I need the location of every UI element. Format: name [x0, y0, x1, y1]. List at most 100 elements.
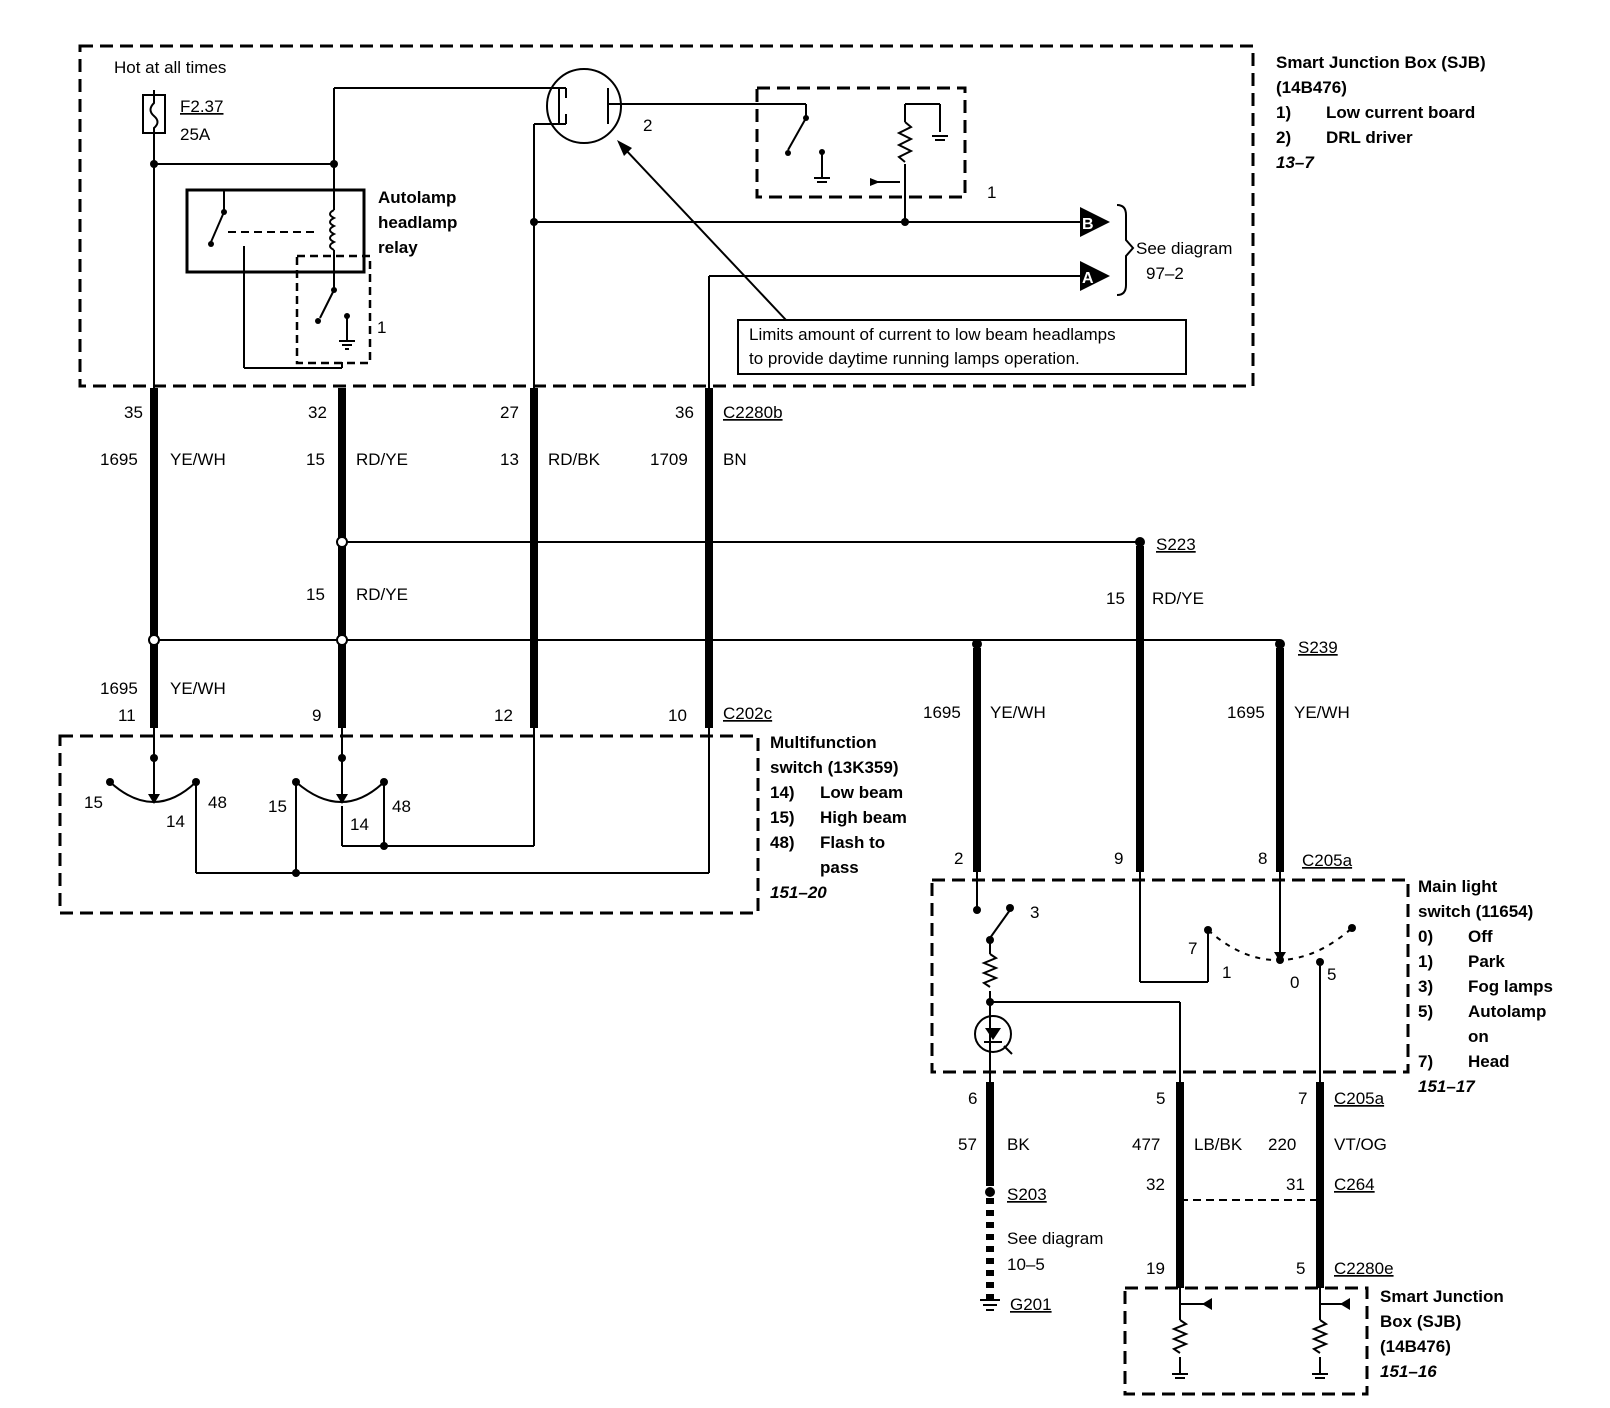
- c202c-pin: 10: [668, 706, 687, 725]
- circuit-number: 57: [958, 1135, 977, 1154]
- sjb-top-ref: 13–7: [1276, 153, 1315, 172]
- switch-icon: [315, 272, 350, 340]
- splice-icon: [985, 1187, 995, 1197]
- sjb-bottom-box: [1123, 1286, 1369, 1396]
- mfs-item-label: High beam: [820, 808, 907, 827]
- relay-label-2: headlamp: [378, 213, 457, 232]
- switch-icon: [973, 904, 1356, 1100]
- wire-color: LB/BK: [1194, 1135, 1243, 1154]
- note-line-1: Limits amount of current to low beam hea…: [749, 325, 1116, 344]
- g201-label: G201: [1010, 1295, 1052, 1314]
- mls-item-label: Park: [1468, 952, 1505, 971]
- mfs-item-cont: pass: [820, 858, 859, 877]
- s203-see: See diagram: [1007, 1229, 1103, 1248]
- c264-label: C264: [1334, 1175, 1375, 1194]
- mfs-item-num: 15): [770, 808, 795, 827]
- mls-title-1: Main light: [1418, 877, 1498, 896]
- mls-item-num: 5): [1418, 1002, 1433, 1021]
- relay-label-3: relay: [378, 238, 418, 257]
- relay-driver-box: [295, 254, 372, 365]
- splice-icon: [1135, 537, 1145, 547]
- main-light-switch-box: [930, 878, 1410, 1074]
- c2280b-pin: 32: [308, 403, 327, 422]
- circuit-number: 1695: [100, 450, 138, 469]
- hot-at-all-times-label: Hot at all times: [114, 58, 226, 77]
- c264-pin: 31: [1286, 1175, 1305, 1194]
- mfs-item-num: 48): [770, 833, 795, 852]
- c2280e-pin: 19: [1146, 1259, 1165, 1278]
- fuse-rating: 25A: [180, 125, 211, 144]
- ground-icon: [339, 340, 355, 350]
- mfs-item-label: Low beam: [820, 783, 903, 802]
- sjb-bottom-line-2: Box (SJB): [1380, 1312, 1461, 1331]
- mfs-pos: 48: [208, 793, 227, 812]
- wire-color: YE/WH: [1294, 703, 1350, 722]
- sjb-top-item-label: Low current board: [1326, 103, 1475, 122]
- mls-item-label: Fog lamps: [1468, 977, 1553, 996]
- mfs-pos: 14: [166, 812, 185, 831]
- mfs-item-label: Flash to: [820, 833, 885, 852]
- mls-item-num: 1): [1418, 952, 1433, 971]
- note-box: [737, 319, 1187, 375]
- drl-pin-1: 1: [987, 183, 996, 202]
- circuit-number: 1695: [1227, 703, 1265, 722]
- splice-icon: [1275, 639, 1285, 649]
- c2280b-pin: 27: [500, 403, 519, 422]
- autolamp-relay-box: [185, 188, 366, 274]
- relay-driver-pin-label: 1: [377, 318, 386, 337]
- connector-b-label: B: [1082, 216, 1094, 233]
- c2280b-label: C2280b: [723, 403, 783, 422]
- drl-resistor-icon: [870, 103, 948, 222]
- resistor-icon: [1171, 1288, 1212, 1379]
- s223-label: S223: [1156, 535, 1196, 554]
- sjb-top-item-label: DRL driver: [1326, 128, 1413, 147]
- sjb-top-part: (14B476): [1276, 78, 1347, 97]
- relay-coil-icon: [329, 190, 337, 272]
- s203-label: S203: [1007, 1185, 1047, 1204]
- sjb-bottom-ref: 151–16: [1380, 1362, 1437, 1381]
- ground-icon: [980, 1299, 1000, 1311]
- mls-pos: 1: [1222, 963, 1231, 982]
- mfs-title-1: Multifunction: [770, 733, 877, 752]
- indicator-lamp-icon: [974, 1015, 1013, 1055]
- c202c-pin: 9: [312, 706, 321, 725]
- see-diagram-label: See diagram: [1136, 239, 1232, 258]
- wire-color: BK: [1007, 1135, 1030, 1154]
- s203-ref: 10–5: [1007, 1255, 1045, 1274]
- sjb-top-box: [78, 44, 1255, 388]
- wire-color: YE/WH: [170, 679, 226, 698]
- mls-pos: 7: [1188, 939, 1197, 958]
- mls-pos: 0: [1290, 973, 1299, 992]
- drl-device-icon: [546, 68, 622, 144]
- mls-item-label: Head: [1468, 1052, 1510, 1071]
- circuit-number: 15: [1106, 589, 1125, 608]
- drl-pin-2: 2: [643, 116, 652, 135]
- see-diagram-ref: 97–2: [1146, 264, 1184, 283]
- circuit-number: 15: [306, 450, 325, 469]
- resistor-icon: [1311, 1288, 1350, 1379]
- fuse-icon: [142, 90, 166, 140]
- drl-contact-icon: [534, 87, 609, 125]
- mfs-pos: 14: [350, 815, 369, 834]
- wire-color: YE/WH: [170, 450, 226, 469]
- c205a-pin: 8: [1258, 849, 1267, 868]
- c264-pin: 32: [1146, 1175, 1165, 1194]
- note-line-2: to provide daytime running lamps operati…: [749, 349, 1080, 368]
- mls-pos: 5: [1327, 965, 1336, 984]
- sjb-top-title: Smart Junction Box (SJB): [1276, 53, 1486, 72]
- fuse-id: F2.37: [180, 97, 223, 116]
- c205a-pin: 2: [954, 849, 963, 868]
- connector-b-icon: [1080, 207, 1110, 237]
- c205a-pin: 9: [1114, 849, 1123, 868]
- c2280b-pin: 36: [675, 403, 694, 422]
- mls-item-cont: on: [1468, 1027, 1489, 1046]
- mfs-pos: 48: [392, 797, 411, 816]
- mls-title-2: switch (11654): [1418, 902, 1533, 921]
- mfs-pos: 15: [84, 793, 103, 812]
- mls-item-num: 7): [1418, 1052, 1433, 1071]
- mfs-ref: 151–20: [770, 883, 827, 902]
- switch-icon: [106, 754, 709, 877]
- mfs-pos: 15: [268, 797, 287, 816]
- mls-ref: 151–17: [1418, 1077, 1476, 1096]
